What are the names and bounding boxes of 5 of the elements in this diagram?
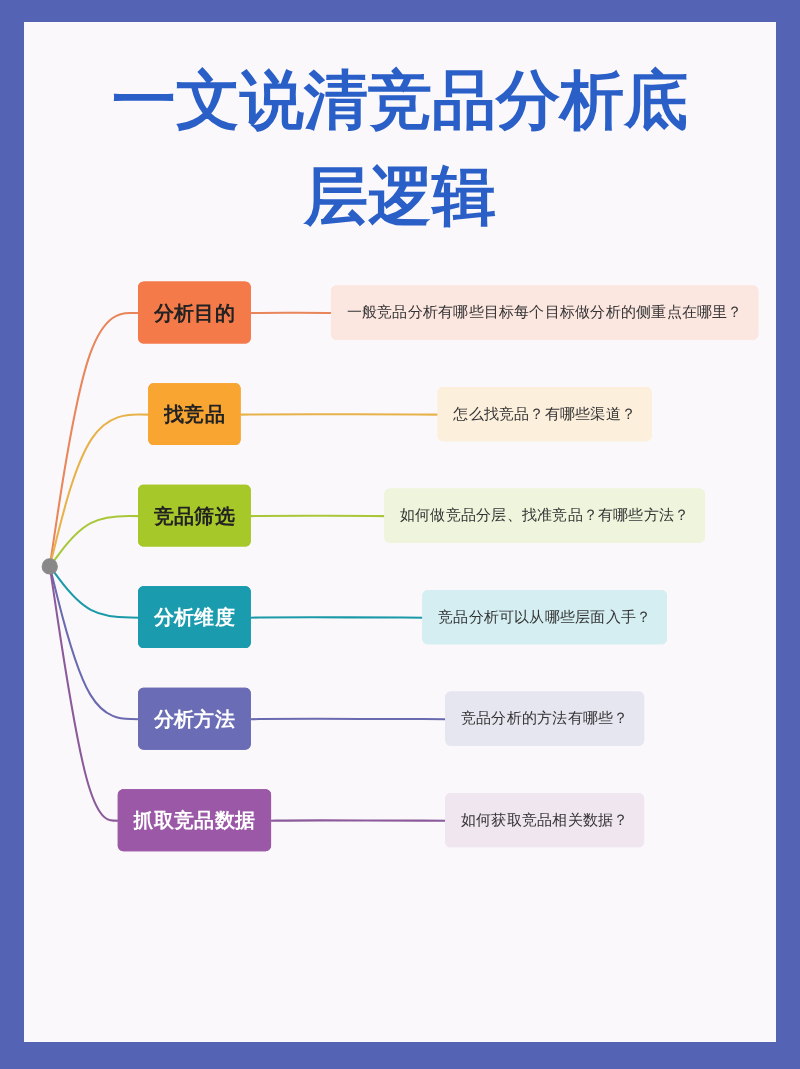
connector [240, 413, 439, 416]
title: 一文说清竞品分析底层逻辑 [111, 62, 689, 235]
connector [49, 573, 119, 822]
connector [250, 311, 332, 315]
node-circle [41, 558, 58, 575]
